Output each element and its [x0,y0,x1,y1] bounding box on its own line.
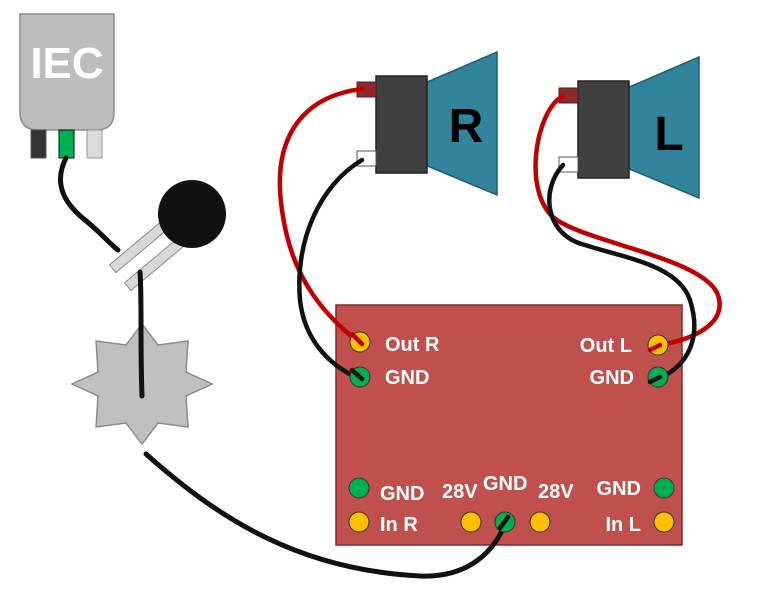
label-28v-right: 28V [538,481,574,503]
pad-28v-right [529,511,551,533]
iec-connector: IEC [19,13,115,159]
label-out-l: Out L [580,335,632,357]
speaker-right-label: R [449,100,484,153]
speaker-left-label: L [654,108,683,161]
iec-label: IEC [30,39,103,88]
wire-component-to-star [137,269,145,399]
wire-gnd-r-black [297,157,365,381]
label-gnd-r-out: GND [385,367,429,389]
speaker-right: R [356,50,498,197]
iec-pin-left [30,129,47,159]
wire-gnd-l-black [547,162,697,381]
label-in-r: In R [380,514,418,536]
label-gnd-in-r: GND [380,483,424,505]
speaker-left: L [558,55,700,200]
wire-out-r-red [277,86,365,345]
pad-28v-left [460,511,482,533]
wire-out-l-red [533,93,722,348]
round-component [108,180,226,292]
label-out-r: Out R [385,334,440,356]
iec-pin-earth [58,129,75,159]
iec-pin-right [86,129,103,159]
speaker-left-pos-terminal [558,87,579,104]
pad-gnd-in-l [653,477,675,499]
wire-star-to-power-gnd [143,451,509,579]
pad-in-r [348,511,370,533]
label-in-l: In L [605,514,641,536]
label-gnd-power: GND [483,473,527,495]
pad-in-l [653,511,675,533]
amplifier-board [335,304,683,546]
pad-gnd-in-r [348,477,370,499]
label-28v-left: 28V [442,481,478,503]
label-gnd-in-l: GND [597,478,641,500]
label-gnd-l-out: GND [590,367,634,389]
wire-iec-earth [57,155,121,253]
speaker-left-neg-terminal [558,156,579,173]
